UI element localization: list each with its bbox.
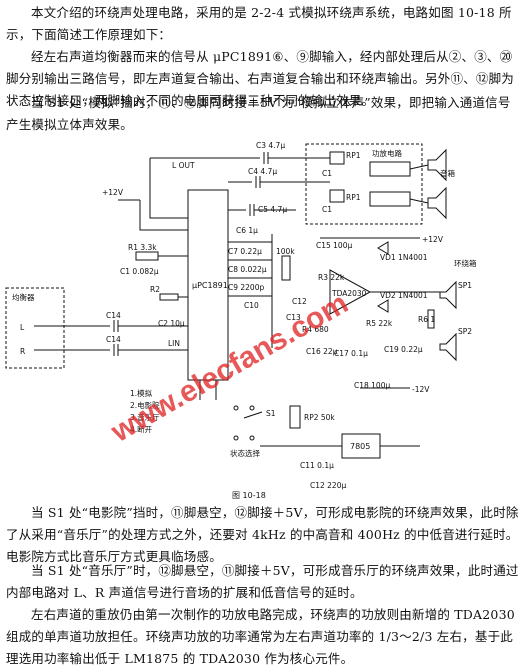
amplifier-paragraph: 左右声道的重放仍由第一次制作的功放电路完成，环绕声的功放则由新增的 TDA203…	[6, 607, 515, 666]
c2-label: C2 10μ	[158, 319, 185, 328]
c10-label: C10	[244, 301, 259, 310]
c17-label: C17 0.1μ	[334, 349, 368, 358]
vd1-label: VD1 1N4001	[380, 253, 428, 262]
s1-switch	[243, 411, 263, 419]
circuit-diagram: μPC1891 L OUT +12V C3 4.7μ C4 4.7μ C5 4.…	[5, 141, 477, 500]
c12-label: C12	[292, 297, 307, 306]
c3-label: C3 4.7μ	[256, 141, 285, 150]
r1-label: R1 3.3k	[128, 243, 157, 252]
c18-label: C18 100μ	[354, 381, 390, 390]
speaker-icon	[439, 280, 457, 310]
regulator-label: 7805	[350, 442, 370, 451]
plus12-right: +12V	[422, 235, 444, 244]
tda2030-amp	[329, 269, 372, 315]
state-select-label: 状态选择	[230, 448, 260, 458]
ic-upc1891-label: μPC1891	[192, 281, 228, 290]
plus12-left: +12V	[102, 188, 124, 197]
tda2030-label: TDA2030	[331, 289, 367, 298]
principle-paragraph: 经左右声道均衡器而来的信号从 μPC1891⑥、⑨脚输入，经内部处理后从②、③、…	[6, 49, 515, 108]
r6-label: R6 1	[418, 315, 435, 324]
c15-label: C15 100μ	[316, 241, 352, 250]
c1-label: C1 0.082μ	[120, 267, 159, 276]
c14a-label: C14	[106, 311, 121, 320]
figure-caption: 图 10-18	[232, 491, 266, 500]
lin-pin-label: LIN	[168, 339, 180, 348]
s1-label: S1	[266, 409, 276, 418]
watermark: www.elecfans.com	[105, 286, 354, 449]
sp1-label: SP1	[458, 281, 472, 290]
c7-label: C7 0.22μ	[228, 247, 262, 256]
amp-block	[305, 143, 423, 225]
minus12-label: -12V	[412, 385, 430, 394]
amp-block-label: 功放电路	[372, 148, 402, 158]
c4-label: C4 4.7μ	[248, 167, 277, 176]
mode-item-2: 2.电影院	[130, 400, 160, 410]
c11-label: C11 0.1μ	[300, 461, 334, 470]
c6-label: C6 1μ	[236, 226, 258, 235]
mode-item-1: 1.模拟	[130, 388, 153, 398]
sp2-label: SP2	[458, 327, 472, 336]
speaker-icon	[427, 148, 447, 182]
r2-label: R2	[150, 285, 160, 294]
ic-upc1891	[187, 189, 229, 381]
mode-hall-paragraph: 当 S1 处“音乐厅”时，⑫脚悬空，⑪脚接＋5V，可形成音乐厅的环绕声效果，此时…	[6, 563, 519, 600]
rp1b-label: RP1	[346, 193, 361, 202]
mode-item-4: 4.断开	[130, 424, 153, 434]
c19-label: C19 0.22μ	[384, 345, 423, 354]
mode-cinema-paragraph: 当 S1 处“电影院”挡时，⑪脚悬空，⑫脚接＋5V，可形成电影院的环绕声效果，此…	[6, 505, 519, 564]
c16-label: C16 22μ	[306, 347, 338, 356]
c13-label: C13	[286, 313, 301, 322]
equalizer-block	[5, 287, 65, 369]
mode-simulated-paragraph: 当 S1 处“模拟”挡时，⑪、⑫脚同时接＋5V 为“模拟立体声”效果，即把输入通…	[6, 95, 511, 132]
vd2-label: VD2 1N4001	[380, 291, 428, 300]
equalizer-label: 均衡器	[12, 292, 35, 302]
l-input-label: L	[20, 323, 25, 332]
r4-label: R4 680	[302, 325, 329, 334]
speaker-label: 音箱	[440, 168, 455, 178]
surround-speaker-label: 环绕箱	[454, 258, 477, 268]
rp2-label: RP2 50k	[304, 413, 335, 422]
c9-label: C9 2200p	[228, 283, 264, 292]
rp1a-label: RP1	[346, 151, 361, 160]
intro-paragraph: 本文介绍的环绕声处理电路，采用的是 2-2-4 式模拟环绕声系统，电路如图 10…	[6, 5, 512, 42]
c14b-label: C14	[106, 335, 121, 344]
c8-label: C8 0.022μ	[228, 265, 267, 274]
r-input-label: R	[20, 347, 25, 356]
r5-label: R5 22k	[366, 319, 393, 328]
c5-label: C5 4.7μ	[258, 205, 287, 214]
speaker-icon	[439, 332, 457, 362]
r100k-label: 100k	[276, 247, 295, 256]
c1b-label: C1	[322, 205, 332, 214]
lout-label: L OUT	[172, 161, 195, 170]
c12b-label: C12 220μ	[310, 481, 346, 490]
c1a-label: C1	[322, 169, 332, 178]
mode-item-3: 3.音乐厅	[130, 412, 160, 422]
r3-label: R3 22k	[318, 273, 345, 282]
speaker-icon	[427, 186, 447, 220]
